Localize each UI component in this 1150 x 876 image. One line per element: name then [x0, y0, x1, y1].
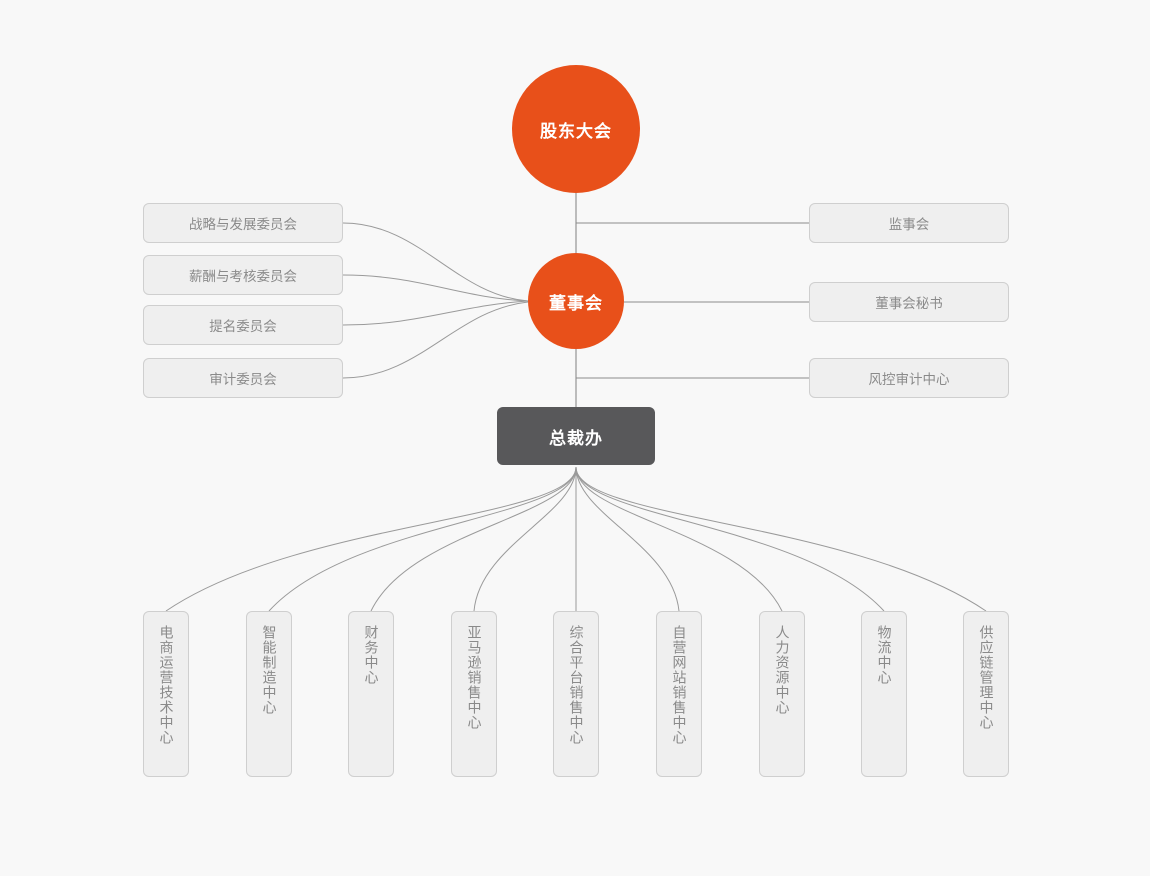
department-label: 供应链管理中心 — [978, 625, 995, 730]
node-supervisory-board[interactable]: 监事会 — [809, 203, 1009, 243]
edge-committee-0 — [342, 222, 529, 302]
node-committee-compensation-appraisal[interactable]: 薪酬与考核委员会 — [143, 255, 343, 295]
department-label: 智能制造中心 — [261, 625, 278, 715]
node-department-self-operated-website-sales[interactable]: 自营网站销售中心 — [656, 611, 702, 777]
edge-committee-3 — [342, 301, 529, 379]
edge-department-3 — [473, 466, 577, 612]
department-label: 物流中心 — [876, 625, 893, 685]
node-board-of-directors[interactable]: 董事会 — [528, 253, 624, 349]
edge-committee-2 — [342, 300, 529, 326]
node-department-logistics[interactable]: 物流中心 — [861, 611, 907, 777]
node-committee-strategy-development[interactable]: 战略与发展委员会 — [143, 203, 343, 243]
edge-department-5 — [575, 466, 680, 612]
node-committee-audit[interactable]: 审计委员会 — [143, 358, 343, 398]
edge-committee-1 — [342, 274, 529, 302]
edge-department-2 — [370, 466, 577, 612]
node-board-secretary[interactable]: 董事会秘书 — [809, 282, 1009, 322]
node-department-supply-chain-management[interactable]: 供应链管理中心 — [963, 611, 1009, 777]
department-label: 财务中心 — [363, 625, 380, 685]
department-label: 亚马逊销售中心 — [466, 625, 483, 730]
edge-department-1 — [268, 466, 577, 612]
node-department-human-resources[interactable]: 人力资源中心 — [759, 611, 805, 777]
edge-department-7 — [575, 466, 885, 612]
department-label: 人力资源中心 — [774, 625, 791, 715]
edge-department-8 — [575, 466, 987, 612]
node-department-integrated-platform-sales[interactable]: 综合平台销售中心 — [553, 611, 599, 777]
edge-department-0 — [165, 466, 577, 612]
node-department-intelligent-manufacturing[interactable]: 智能制造中心 — [246, 611, 292, 777]
edge-department-6 — [575, 466, 783, 612]
node-department-finance[interactable]: 财务中心 — [348, 611, 394, 777]
node-president-office[interactable]: 总裁办 — [497, 407, 655, 465]
node-shareholders-meeting[interactable]: 股东大会 — [512, 65, 640, 193]
node-risk-control-audit-center[interactable]: 风控审计中心 — [809, 358, 1009, 398]
department-label: 综合平台销售中心 — [568, 625, 585, 745]
node-committee-nomination[interactable]: 提名委员会 — [143, 305, 343, 345]
node-department-ecommerce-operations-tech[interactable]: 电商运营技术中心 — [143, 611, 189, 777]
department-label: 自营网站销售中心 — [671, 625, 688, 745]
department-label: 电商运营技术中心 — [158, 625, 175, 745]
node-department-amazon-sales[interactable]: 亚马逊销售中心 — [451, 611, 497, 777]
